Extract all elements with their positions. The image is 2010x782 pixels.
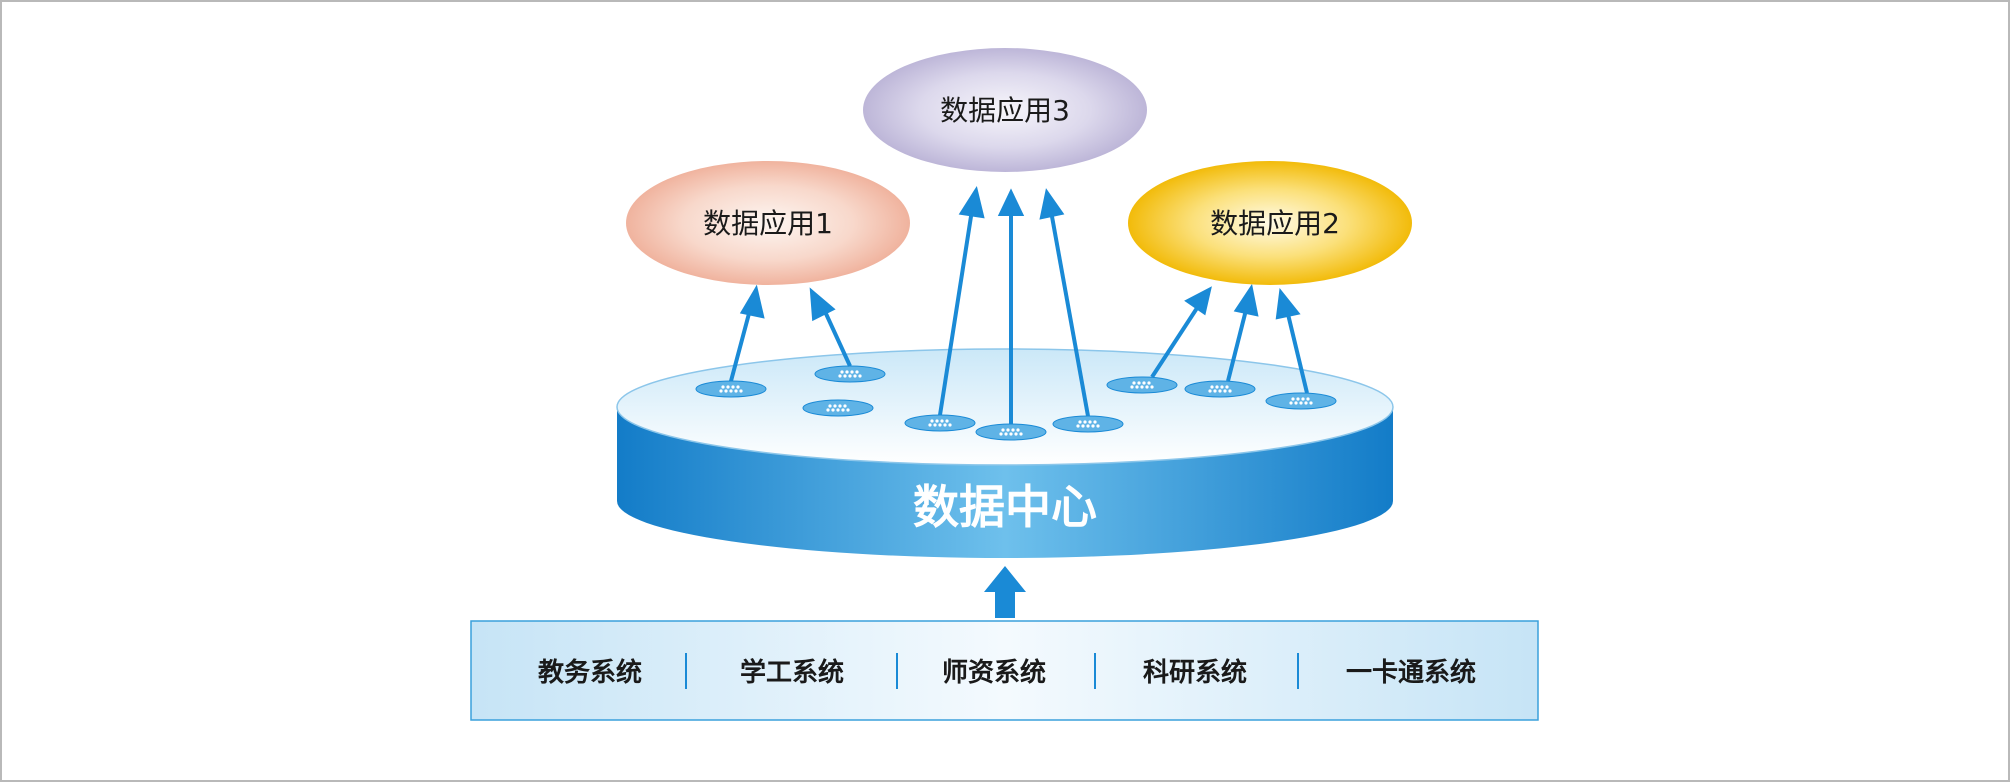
app3-label: 数据应用3 xyxy=(940,94,1070,127)
arrow-to-app2 xyxy=(1275,288,1309,394)
port-icon xyxy=(975,423,1047,441)
source-systems-bar: 教务系统 学工系统 师资系统 科研系统 一卡通系统 xyxy=(470,620,1539,721)
data-center-hub: 数据中心 xyxy=(616,348,1394,558)
arrow-to-app2 xyxy=(1150,286,1212,379)
port-icon xyxy=(1106,376,1178,394)
data-app-1: 数据应用1 xyxy=(626,161,910,285)
hub-label: 数据中心 xyxy=(913,480,1097,534)
port-icon xyxy=(695,380,767,398)
port-icon xyxy=(814,365,886,383)
port-icon xyxy=(1184,380,1256,398)
up-arrow-icon xyxy=(984,566,1026,618)
source-yikatong: 一卡通系统 xyxy=(1346,657,1476,688)
source-keyan: 科研系统 xyxy=(1143,657,1247,688)
data-app-2: 数据应用2 xyxy=(1128,161,1412,285)
data-app-3: 数据应用3 xyxy=(863,48,1147,172)
port-icon xyxy=(802,399,874,417)
arrow-to-app1 xyxy=(809,287,852,367)
arrow-to-app3 xyxy=(997,188,1025,424)
port-icon xyxy=(1052,415,1124,433)
port-icon xyxy=(904,414,976,432)
port-icon xyxy=(1265,392,1337,410)
arrow-to-app1 xyxy=(729,284,765,382)
hub-ports xyxy=(695,365,1337,441)
source-xuegong: 学工系统 xyxy=(740,657,844,688)
arrow-to-app3 xyxy=(1039,188,1090,417)
source-jiaowu: 教务系统 xyxy=(538,657,642,688)
flow-arrows xyxy=(729,185,1309,424)
app2-label: 数据应用2 xyxy=(1210,207,1340,240)
arrow-to-app2 xyxy=(1226,283,1259,382)
app1-label: 数据应用1 xyxy=(703,207,833,240)
source-shizi: 师资系统 xyxy=(942,657,1046,688)
arrow-to-app3 xyxy=(938,185,985,416)
